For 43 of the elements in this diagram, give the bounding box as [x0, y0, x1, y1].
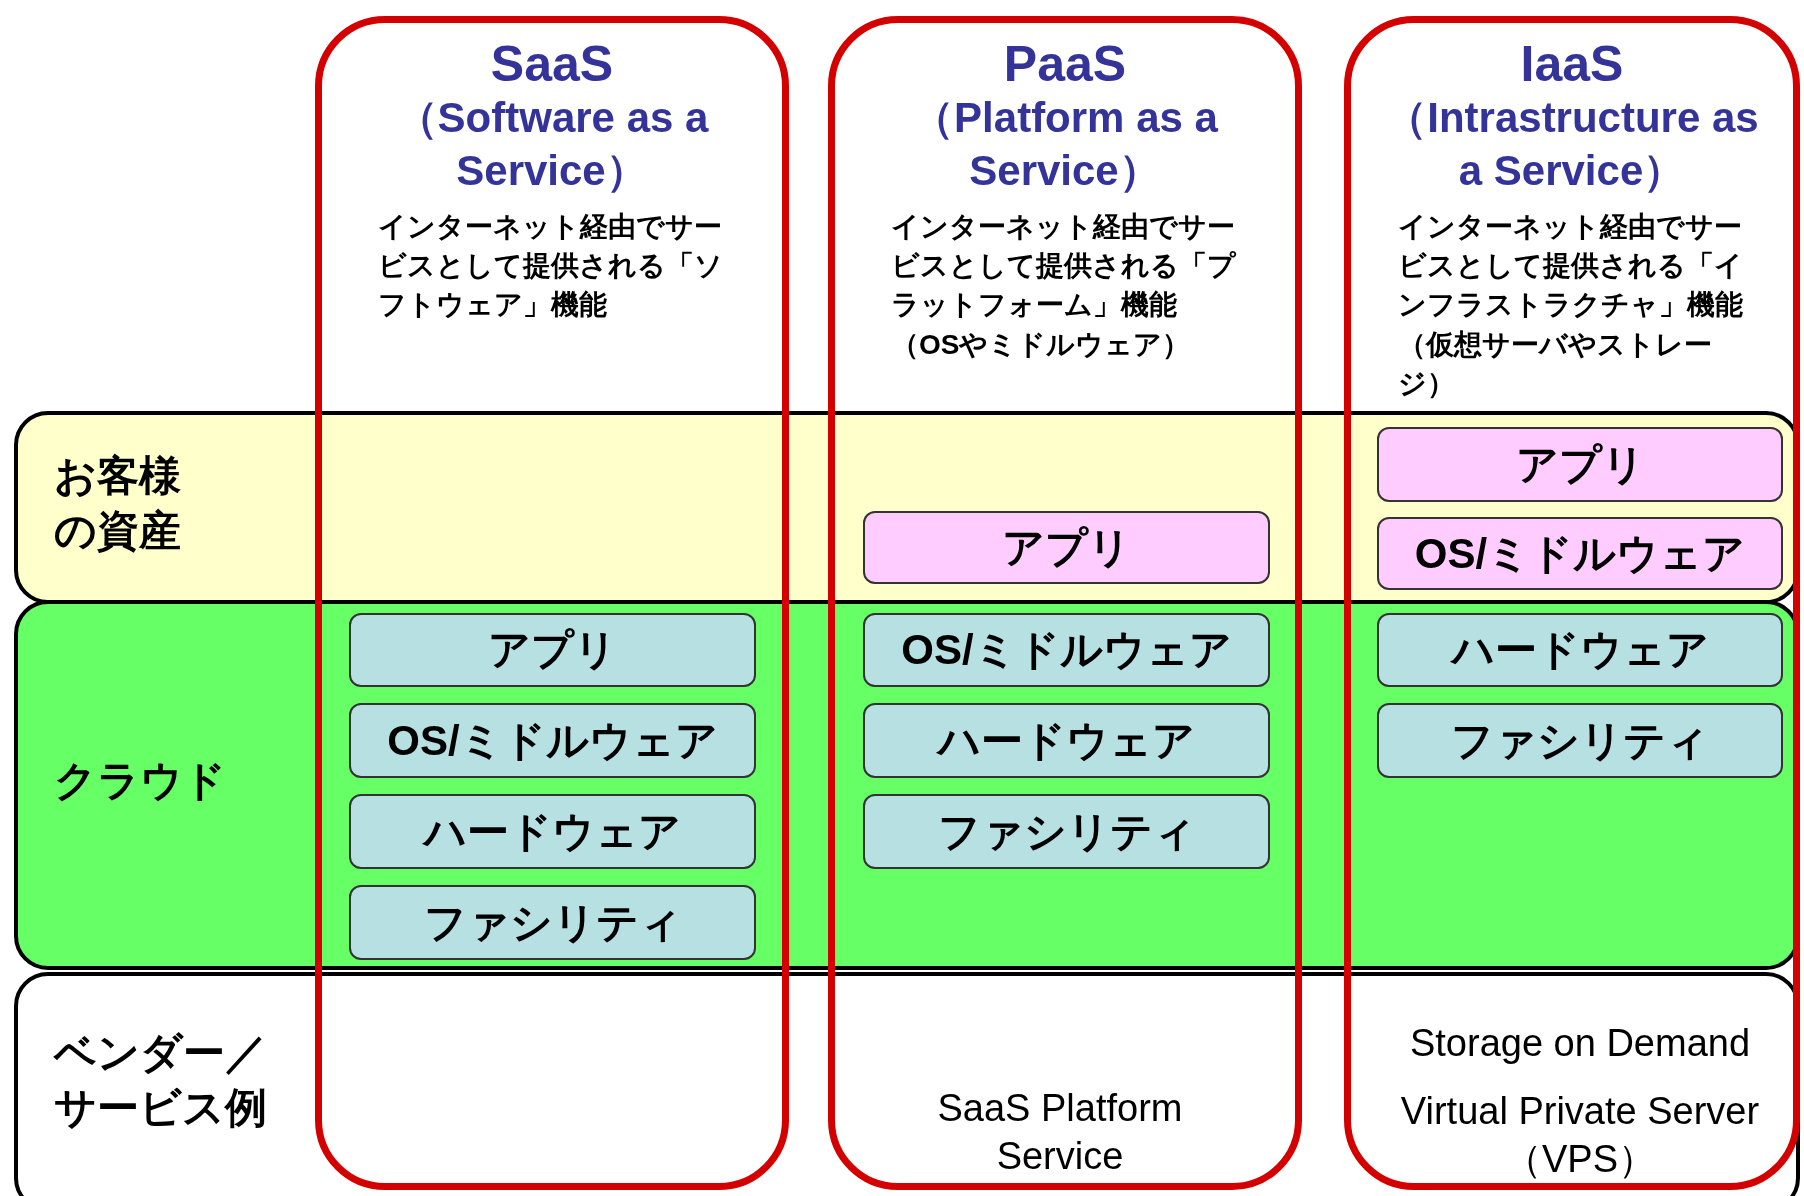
- layer-box: [349, 703, 756, 778]
- column-title: SaaS: [490, 37, 614, 92]
- layer-label: ハードウェア: [1451, 625, 1709, 675]
- layer-box: [1377, 703, 1783, 778]
- layer-label: ハードウェア: [938, 715, 1195, 766]
- column-title: IaaS: [1520, 37, 1624, 92]
- row-band: [14, 972, 1800, 1196]
- layer-box: [863, 794, 1270, 869]
- column-title: PaaS: [1003, 37, 1127, 92]
- column-description: インターネット経由でサービスとして提供される「ソフトウェア」機能: [378, 210, 724, 323]
- column-subtitle: （Intrastructure as a Service）: [1384, 93, 1760, 196]
- column-subtitle: （Software as a Service）: [394, 93, 710, 196]
- layer-box: [863, 613, 1270, 687]
- layer-label: アプリ: [1002, 522, 1131, 573]
- row-heading: ベンダー／サービス例: [54, 1028, 268, 1133]
- column-description: インターネット経由でサービスとして提供される「プラットフォーム」機能（OSやミドルウェア）: [891, 210, 1237, 362]
- layer-box: [349, 794, 756, 869]
- layer-label: OS/ミドルウェア: [1414, 528, 1746, 579]
- layer-label: OS/ミドルウェア: [387, 715, 718, 766]
- layer-label: ファシリティ: [937, 806, 1196, 857]
- column-subtitle: （Platform as a Service）: [911, 93, 1219, 196]
- column-frame: [1344, 16, 1800, 1190]
- vendor-example: Virtual Private Server（VPS）: [1400, 1089, 1760, 1182]
- layer-label: アプリ: [488, 625, 617, 675]
- layer-box: [863, 511, 1270, 584]
- column-frame: [828, 16, 1302, 1190]
- layer-box: [1377, 613, 1783, 687]
- layer-label: ファシリティ: [423, 897, 682, 948]
- layer-label: ハードウェア: [424, 806, 681, 857]
- layer-label: OS/ミドルウェア: [901, 625, 1232, 675]
- layer-box: [1377, 517, 1783, 590]
- layer-box: [349, 613, 756, 687]
- column-frame: [315, 16, 789, 1190]
- vendor-example: Storage on Demand: [1408, 1021, 1752, 1066]
- row-heading: お客様の資産: [54, 451, 182, 556]
- vendor-example: SaaS Platform Service: [936, 1086, 1184, 1179]
- layer-label: アプリ: [1515, 439, 1645, 490]
- layer-box: [1377, 427, 1783, 502]
- column-description: インターネット経由でサービスとして提供される「インフラストラクチャ」機能（仮想サーバやストレージ）: [1398, 210, 1744, 401]
- layer-label: ファシリティ: [1451, 715, 1709, 766]
- row-heading: クラウド: [54, 756, 227, 806]
- layer-box: [349, 885, 756, 960]
- layer-box: [863, 703, 1270, 778]
